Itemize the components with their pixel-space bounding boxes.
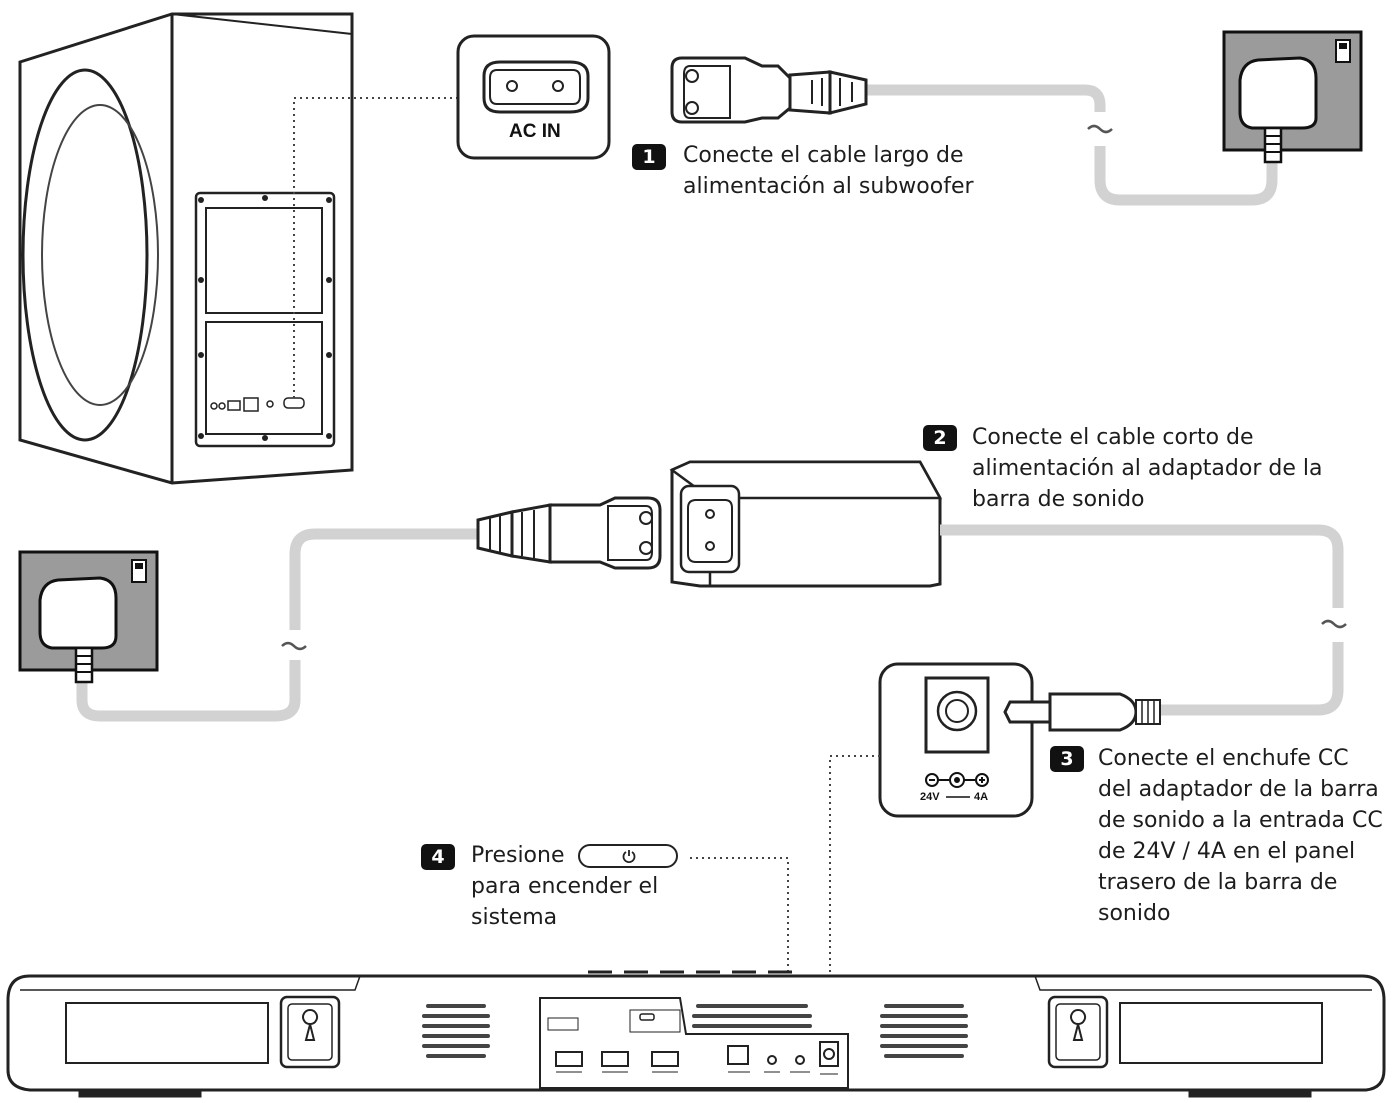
step-4-text: Presione para encender el sistema (471, 840, 658, 933)
step-2-line-3: barra de sonido (972, 487, 1145, 512)
long-power-cable (866, 84, 1278, 206)
step-1-line-2: alimentación al subwoofer (683, 174, 974, 199)
step-3-badge: 3 (1050, 746, 1084, 772)
step-3-line-5: trasero de la barra de (1098, 870, 1338, 895)
ac-in-callout (456, 34, 611, 160)
dc-input-callout (878, 662, 1034, 818)
tilde-icon (1321, 619, 1347, 629)
current-label: 4A (974, 791, 989, 803)
step-3-line-1: Conecte el enchufe CC (1098, 746, 1349, 771)
step-1-badge: 1 (632, 144, 666, 170)
subwoofer (18, 12, 354, 485)
step-2-badge: 2 (923, 425, 957, 451)
voltage-label: 24V (920, 791, 940, 803)
short-power-cable (76, 528, 478, 722)
c7-plug-middle (476, 496, 662, 570)
keyhole-icon (1047, 995, 1109, 1069)
step-1-line-1: Conecte el cable largo de (683, 143, 964, 168)
connector-panel (539, 997, 849, 1089)
keyhole-icon (279, 995, 341, 1069)
step-3-line-6: sonido (1098, 901, 1171, 926)
soundbar-power-adapter (669, 460, 943, 588)
step-2-line-2: alimentación al adaptador de la (972, 456, 1323, 481)
step-3-line-2: del adaptador de la barra (1098, 777, 1379, 802)
step-4-badge: 4 (421, 844, 455, 870)
step-3-text: Conecte el enchufe CC del adaptador de l… (1098, 743, 1383, 929)
step-2-line-1: Conecte el cable corto de (972, 425, 1254, 450)
vent-grille (422, 1004, 968, 1058)
ac-in-label: AC IN (509, 121, 561, 142)
power-icon (622, 850, 636, 863)
step-1-text: Conecte el cable largo de alimentación a… (683, 140, 974, 202)
step-4-line-3: sistema (471, 905, 558, 930)
wall-outlet-icon (1222, 30, 1363, 164)
wall-outlet-icon (18, 550, 159, 684)
step-4-press-word: Presione (471, 843, 565, 868)
step-3-line-4: de 24V / 4A en el panel (1098, 839, 1356, 864)
c7-plug-top (670, 56, 868, 124)
tilde-icon (1087, 124, 1113, 134)
soundbar (6, 970, 1386, 1098)
dc-barrel-plug (1003, 692, 1161, 732)
step-2-text: Conecte el cable corto de alimentación a… (972, 422, 1322, 515)
power-button[interactable] (578, 844, 678, 868)
step-3-line-3: de sonido a la entrada CC (1098, 808, 1383, 833)
step-4-line-2: para encender el (471, 874, 659, 899)
tilde-icon (281, 641, 307, 651)
